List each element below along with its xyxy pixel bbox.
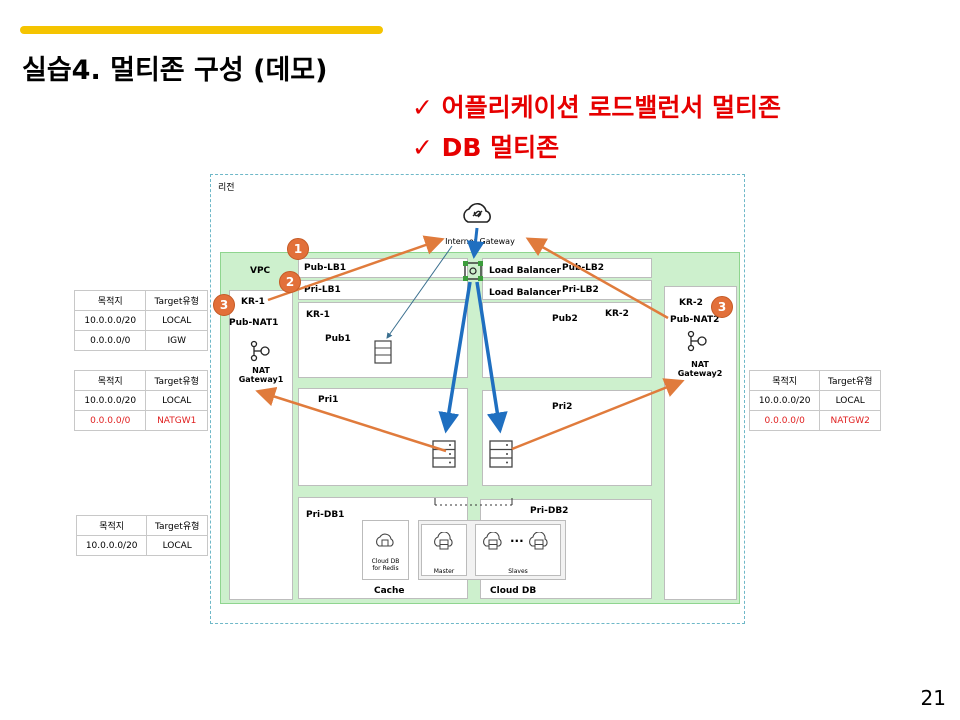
subnet-pub-lb1 xyxy=(298,258,468,278)
rt-cell-highlight: 0.0.0.0/0 xyxy=(748,410,821,431)
zone-kr2-label: KR-2 xyxy=(679,298,703,308)
region-label: 리전 xyxy=(218,183,235,193)
rt-cell: 0.0.0.0/0 xyxy=(73,330,147,351)
rt-header-dest: 목적지 xyxy=(748,370,821,391)
subnet-pub-nat2 xyxy=(664,286,737,600)
arrow-pri1-to-nat1 xyxy=(255,387,447,453)
server-icon-pri2 xyxy=(489,440,513,468)
db-slave-icon xyxy=(529,532,548,550)
subnet-pri-db1-label: Pri-DB1 xyxy=(306,510,345,520)
subnet-pub2-label: Pub2 xyxy=(552,314,578,324)
nat-gateway1-label: NAT Gateway1 xyxy=(238,366,284,384)
subnet-pub-lb2 xyxy=(482,258,652,278)
subnet-pub1 xyxy=(298,302,468,378)
db-slave-icon xyxy=(483,532,502,550)
arrow-igw-to-pub1 xyxy=(386,245,453,339)
rt-header-target: Target유형 xyxy=(145,290,208,311)
subnet-pub-nat1 xyxy=(229,290,293,600)
db-master-icon xyxy=(434,532,453,550)
rt-cell-highlight: NATGW1 xyxy=(145,410,208,431)
rt-cell: 10.0.0.0/20 xyxy=(73,390,147,411)
subnet-pri2-label: Pri2 xyxy=(552,402,573,412)
subnet-pri2 xyxy=(482,390,652,486)
subnet-pub-nat1-label: Pub-NAT1 xyxy=(229,318,279,328)
nat-gateway2-label: NAT Gateway2 xyxy=(677,360,723,378)
redis-chip-icon xyxy=(376,533,394,547)
rt-cell-highlight: 0.0.0.0/0 xyxy=(73,410,147,431)
rt-cell: 10.0.0.0/20 xyxy=(748,390,821,411)
nat-gateway2-icon xyxy=(687,330,707,352)
rt-header-target: Target유형 xyxy=(146,515,208,536)
rt-cell: LOCAL xyxy=(146,535,208,556)
subnet-pub-nat2-label: Pub-NAT2 xyxy=(670,315,720,325)
load-balancer-label-pri: Load Balancer xyxy=(489,288,561,298)
rt-header-dest: 목적지 xyxy=(75,515,148,536)
rt-cell: LOCAL xyxy=(819,390,881,411)
rt-header-target: Target유형 xyxy=(145,370,208,391)
internet-gateway-icon xyxy=(463,203,491,223)
ellipsis-glyph: ··· xyxy=(510,534,524,548)
redis-card xyxy=(362,520,409,580)
arrow-lb-to-pri2 xyxy=(475,281,508,434)
zone-kr1-label: KR-1 xyxy=(241,297,265,307)
nat-gateway1-icon xyxy=(250,340,270,362)
subnet-pri-db2-label: Pri-DB2 xyxy=(530,506,569,516)
title-accent-bar xyxy=(20,26,383,34)
arrow-lb-to-pri1 xyxy=(438,281,472,434)
subnet-pri-lb1-label: Pri-LB1 xyxy=(304,285,341,295)
subnet-pub2 xyxy=(482,302,652,378)
rt-cell: 10.0.0.0/20 xyxy=(75,535,148,556)
page-number: 21 xyxy=(920,686,946,710)
server-icon-pri1 xyxy=(432,440,456,468)
rt-header-target: Target유형 xyxy=(819,370,881,391)
arrow-pri2-to-nat2 xyxy=(511,378,685,451)
subnet-pri1-label: Pri1 xyxy=(318,395,339,405)
check-item-db: ✓ DB 멀티존 xyxy=(412,133,560,162)
subnet-pub-lb1-label: Pub-LB1 xyxy=(304,263,347,273)
load-balancer-icon xyxy=(463,261,483,281)
step-badge-1: 1 xyxy=(287,238,309,260)
server-icon-pub1 xyxy=(374,340,392,364)
rt-cell: LOCAL xyxy=(145,310,208,331)
zone-kr2-inner-label: KR-2 xyxy=(605,309,629,319)
subnet-pub1-label: Pub1 xyxy=(325,334,351,344)
rt-cell: 10.0.0.0/20 xyxy=(73,310,147,331)
vpc-label: VPC xyxy=(250,266,271,276)
rt-cell: IGW xyxy=(145,330,208,351)
arrow-nat2-to-igw xyxy=(525,237,669,320)
master-label: Master xyxy=(433,568,455,575)
rt-header-dest: 목적지 xyxy=(73,370,147,391)
subnet-pri1 xyxy=(298,388,468,486)
slaves-label: Slaves xyxy=(508,568,528,575)
rt-cell-highlight: NATGW2 xyxy=(819,410,881,431)
redis-label: Cloud DB for Redis xyxy=(371,558,400,572)
step-badge-3-left: 3 xyxy=(213,294,235,316)
slide-title: 실습4. 멀티존 구성 (데모) xyxy=(22,55,328,86)
step-badge-2: 2 xyxy=(279,271,301,293)
step-badge-3-right: 3 xyxy=(711,296,733,318)
subnet-pri-lb2-label: Pri-LB2 xyxy=(562,285,599,295)
check-item-alb: ✓ 어플리케이션 로드밸런서 멀티존 xyxy=(412,93,782,122)
arrow-igw-to-lb xyxy=(466,227,485,259)
cache-label: Cache xyxy=(374,586,405,596)
rt-cell: LOCAL xyxy=(145,390,208,411)
zone-kr1-inner-label: KR-1 xyxy=(306,310,330,320)
cloud-db-label: Cloud DB xyxy=(490,586,537,596)
load-balancer-label-pub: Load Balancer xyxy=(489,266,561,276)
rt-header-dest: 목적지 xyxy=(73,290,147,311)
subnet-pub-lb2-label: Pub-LB2 xyxy=(562,263,605,273)
